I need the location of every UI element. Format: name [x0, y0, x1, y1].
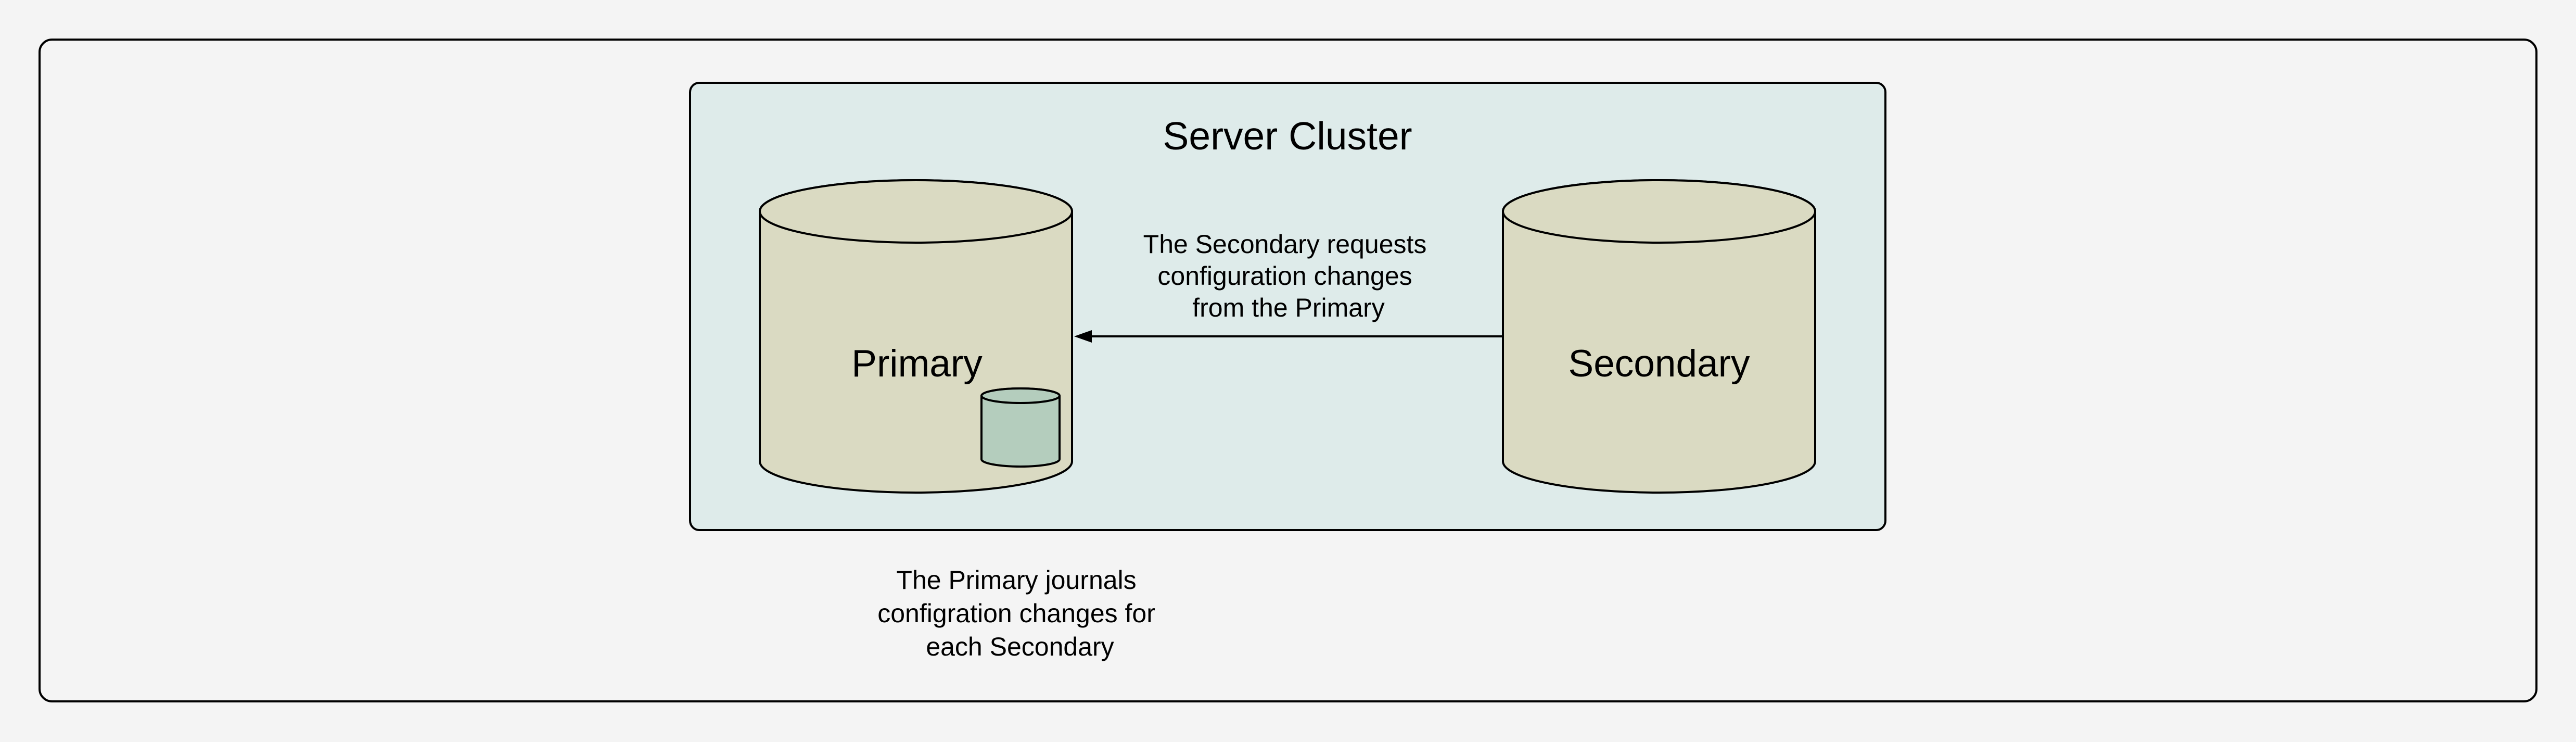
- secondary-cylinder-top: [1502, 179, 1816, 244]
- server-cluster-title: Server Cluster: [1163, 114, 1412, 158]
- primary-node[interactable]: Primary: [759, 179, 1073, 494]
- primary-journal-annotation-line: The Primary journals: [896, 565, 1136, 595]
- config-request-label-line: The Secondary requests: [1143, 230, 1427, 259]
- journal-cylinder-top: [980, 387, 1061, 404]
- config-request-label-line: configuration changes: [1157, 261, 1412, 291]
- primary-journal-annotation: The Primary journals configration change…: [877, 565, 1163, 661]
- arrowhead-icon: [1074, 330, 1092, 343]
- primary-label: Primary: [851, 343, 983, 385]
- journal-database-icon[interactable]: [980, 387, 1061, 468]
- config-request-label: The Secondary requests configuration cha…: [1143, 230, 1434, 322]
- primary-journal-annotation-line: each Secondary: [926, 632, 1114, 661]
- primary-journal-annotation-line: configration changes for: [877, 599, 1155, 628]
- config-request-label-line: from the Primary: [1192, 293, 1385, 322]
- secondary-label: Secondary: [1568, 343, 1750, 385]
- primary-cylinder-top: [759, 179, 1073, 244]
- secondary-node[interactable]: Secondary: [1502, 179, 1816, 494]
- config-request-edge[interactable]: The Secondary requests configuration cha…: [1074, 230, 1502, 343]
